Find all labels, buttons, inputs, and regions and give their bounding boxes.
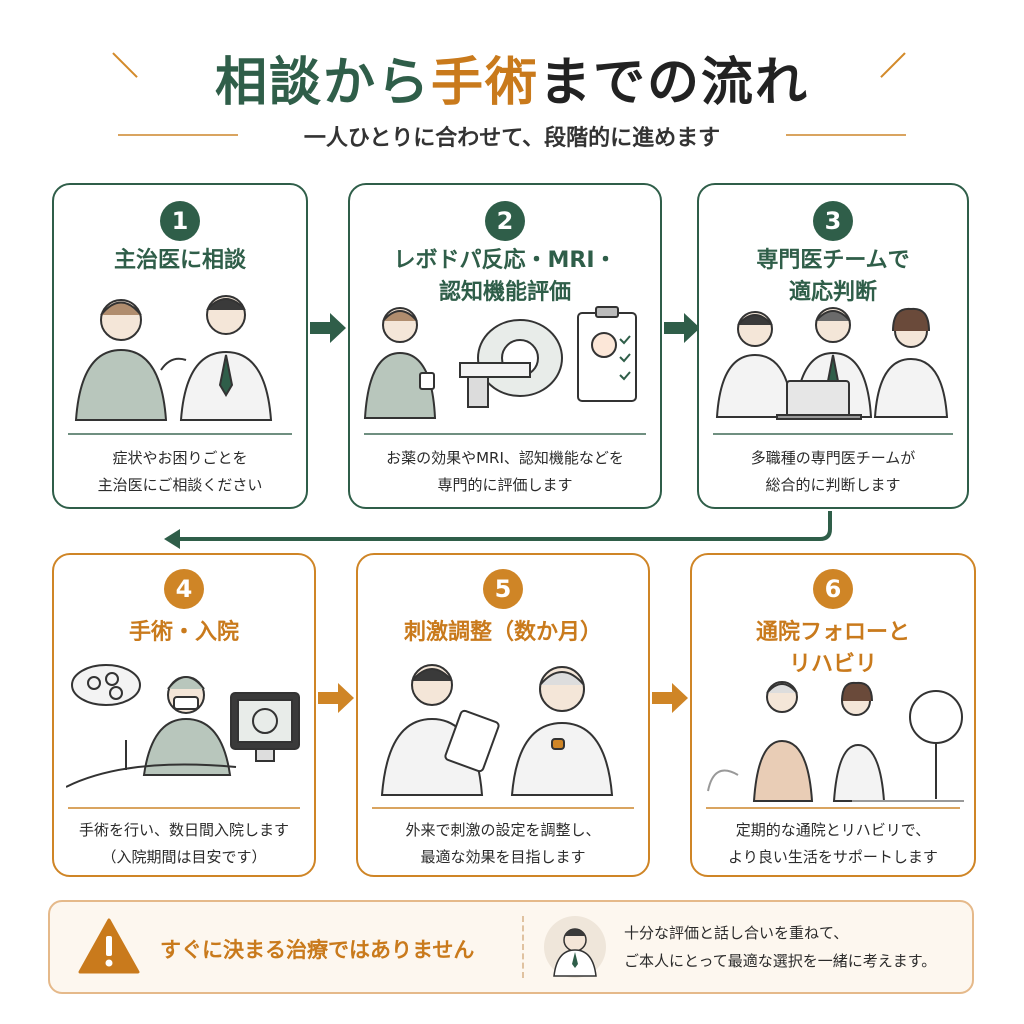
step-desc-line: 多職種の専門医チームが — [750, 449, 916, 467]
step-number-1: 1 — [160, 201, 200, 241]
step-desc-line: 手術を行い、数日間入院します — [78, 821, 289, 839]
step-desc-line: お薬の効果やMRI、認知機能などを — [386, 449, 624, 467]
step-desc-line: （入院期間は目安です） — [101, 848, 267, 866]
doctor-team-illustration — [707, 305, 959, 421]
step-divider-1 — [68, 433, 292, 435]
banner-note: 十分な評価と話し合いを重ねて、 ご本人にとって最適な選択を一緒に考えます。 — [624, 919, 936, 975]
step-desc-6: 定期的な通院とリハビリで、 より良い生活をサポートします — [692, 817, 974, 871]
title-part-3: までの流れ — [539, 53, 810, 113]
subtitle-line-right — [786, 134, 906, 136]
sparkle-icon: ＼ — [112, 52, 139, 82]
step-desc-4: 手術を行い、数日間入院します （入院期間は目安です） — [54, 817, 314, 871]
step-title-4: 手術・入院 — [54, 617, 314, 649]
step-desc-line: 定期的な通院とリハビリで、 — [735, 821, 931, 839]
step-card-6: 6 通院フォローと リハビリ 定期的な通院とリハビリで、 より良い生活をサポート… — [690, 553, 976, 877]
subtitle-line-left — [118, 134, 238, 136]
banner-note-line: ご本人にとって最適な選択を一緒に考えます。 — [624, 952, 937, 970]
step-desc-line: より良い生活をサポートします — [728, 848, 938, 866]
step-divider-2 — [364, 433, 646, 435]
step-number-6: 6 — [813, 569, 853, 609]
step-title-line: レボドパ反応・MRI・ — [393, 248, 617, 273]
step-desc-3: 多職種の専門医チームが 総合的に判断します — [699, 445, 967, 499]
mri-evaluation-illustration — [360, 303, 650, 423]
banner-note-line: 十分な評価と話し合いを重ねて、 — [624, 924, 849, 942]
step-divider-3 — [713, 433, 953, 435]
step-title-line: 専門医チームで — [756, 248, 910, 273]
step-card-4: 4 手術・入院 手術を行い、数日間入院します （入院期間は目安です） — [52, 553, 316, 877]
step-desc-line: 総合的に判断します — [765, 476, 901, 494]
patient-consult-illustration — [66, 285, 296, 425]
step-desc-line: 症状やお困りごとを — [112, 449, 248, 467]
doctor-avatar-icon — [542, 914, 608, 984]
step-desc-line: 専門的に評価します — [437, 476, 573, 494]
step-title-2: レボドパ反応・MRI・ 認知機能評価 — [350, 245, 660, 309]
step-number-2: 2 — [485, 201, 525, 241]
page-title: 相談から手術までの流れ — [0, 40, 1024, 115]
stimulation-adjustment-illustration — [372, 655, 636, 799]
step-desc-5: 外来で刺激の設定を調整し、 最適な効果を目指します — [358, 817, 648, 871]
warning-triangle-icon — [78, 918, 140, 978]
step-desc-2: お薬の効果やMRI、認知機能などを 専門的に評価します — [350, 445, 660, 499]
step-desc-line: 主治医にご相談ください — [97, 476, 263, 494]
step-desc-line: 最適な効果を目指します — [420, 848, 586, 866]
step-title-line: 刺激調整（数か月） — [403, 620, 602, 645]
step-divider-5 — [372, 807, 634, 809]
arrow-down-left-icon — [160, 509, 840, 557]
step-card-2: 2 レボドパ反応・MRI・ 認知機能評価 お薬の効果やMRI、認知機能などを 専… — [348, 183, 662, 509]
step-title-3: 専門医チームで 適応判断 — [699, 245, 967, 309]
step-card-5: 5 刺激調整（数か月） 外来で刺激の設定を調整し、 最適な効果を目指します — [356, 553, 650, 877]
title-part-2: 手術 — [430, 53, 539, 113]
title-part-1: 相談から — [214, 53, 431, 113]
rehab-walking-illustration — [702, 681, 964, 805]
step-title-line: 主治医に相談 — [113, 248, 246, 273]
step-number-4: 4 — [164, 569, 204, 609]
step-title-5: 刺激調整（数か月） — [358, 617, 648, 649]
arrow-right-icon — [650, 682, 690, 718]
step-desc-line: 外来で刺激の設定を調整し、 — [405, 821, 601, 839]
notice-banner: すぐに決まる治療ではありません 十分な評価と話し合いを重ねて、 ご本人にとって最… — [48, 900, 974, 994]
step-title-6: 通院フォローと リハビリ — [692, 617, 974, 681]
step-divider-4 — [68, 807, 300, 809]
step-title-1: 主治医に相談 — [54, 245, 306, 277]
step-desc-1: 症状やお困りごとを 主治医にご相談ください — [54, 445, 306, 499]
step-title-line: 認知機能評価 — [438, 280, 571, 305]
step-title-line: 通院フォローと — [755, 620, 910, 645]
step-title-line: 手術・入院 — [128, 620, 239, 645]
arrow-right-icon — [308, 312, 348, 348]
page-subtitle: 一人ひとりに合わせて、段階的に進めます — [303, 126, 721, 151]
step-card-1: 1 主治医に相談 症状やお困りごとを 主治医にご相談ください — [52, 183, 308, 509]
step-number-5: 5 — [483, 569, 523, 609]
step-card-3: 3 専門医チームで 適応判断 多職種の専門医チームが 総合的に判断します — [697, 183, 969, 509]
arrow-right-icon — [316, 682, 356, 718]
sparkle-icon: ／ — [880, 52, 907, 82]
step-number-3: 3 — [813, 201, 853, 241]
step-title-line: リハビリ — [788, 652, 877, 677]
warning-text: すぐに決まる治療ではありません — [160, 938, 475, 962]
step-title-line: 適応判断 — [788, 280, 877, 305]
arrow-right-icon — [662, 312, 702, 348]
banner-divider — [522, 916, 524, 978]
surgery-illustration — [66, 655, 306, 795]
step-divider-6 — [706, 807, 960, 809]
